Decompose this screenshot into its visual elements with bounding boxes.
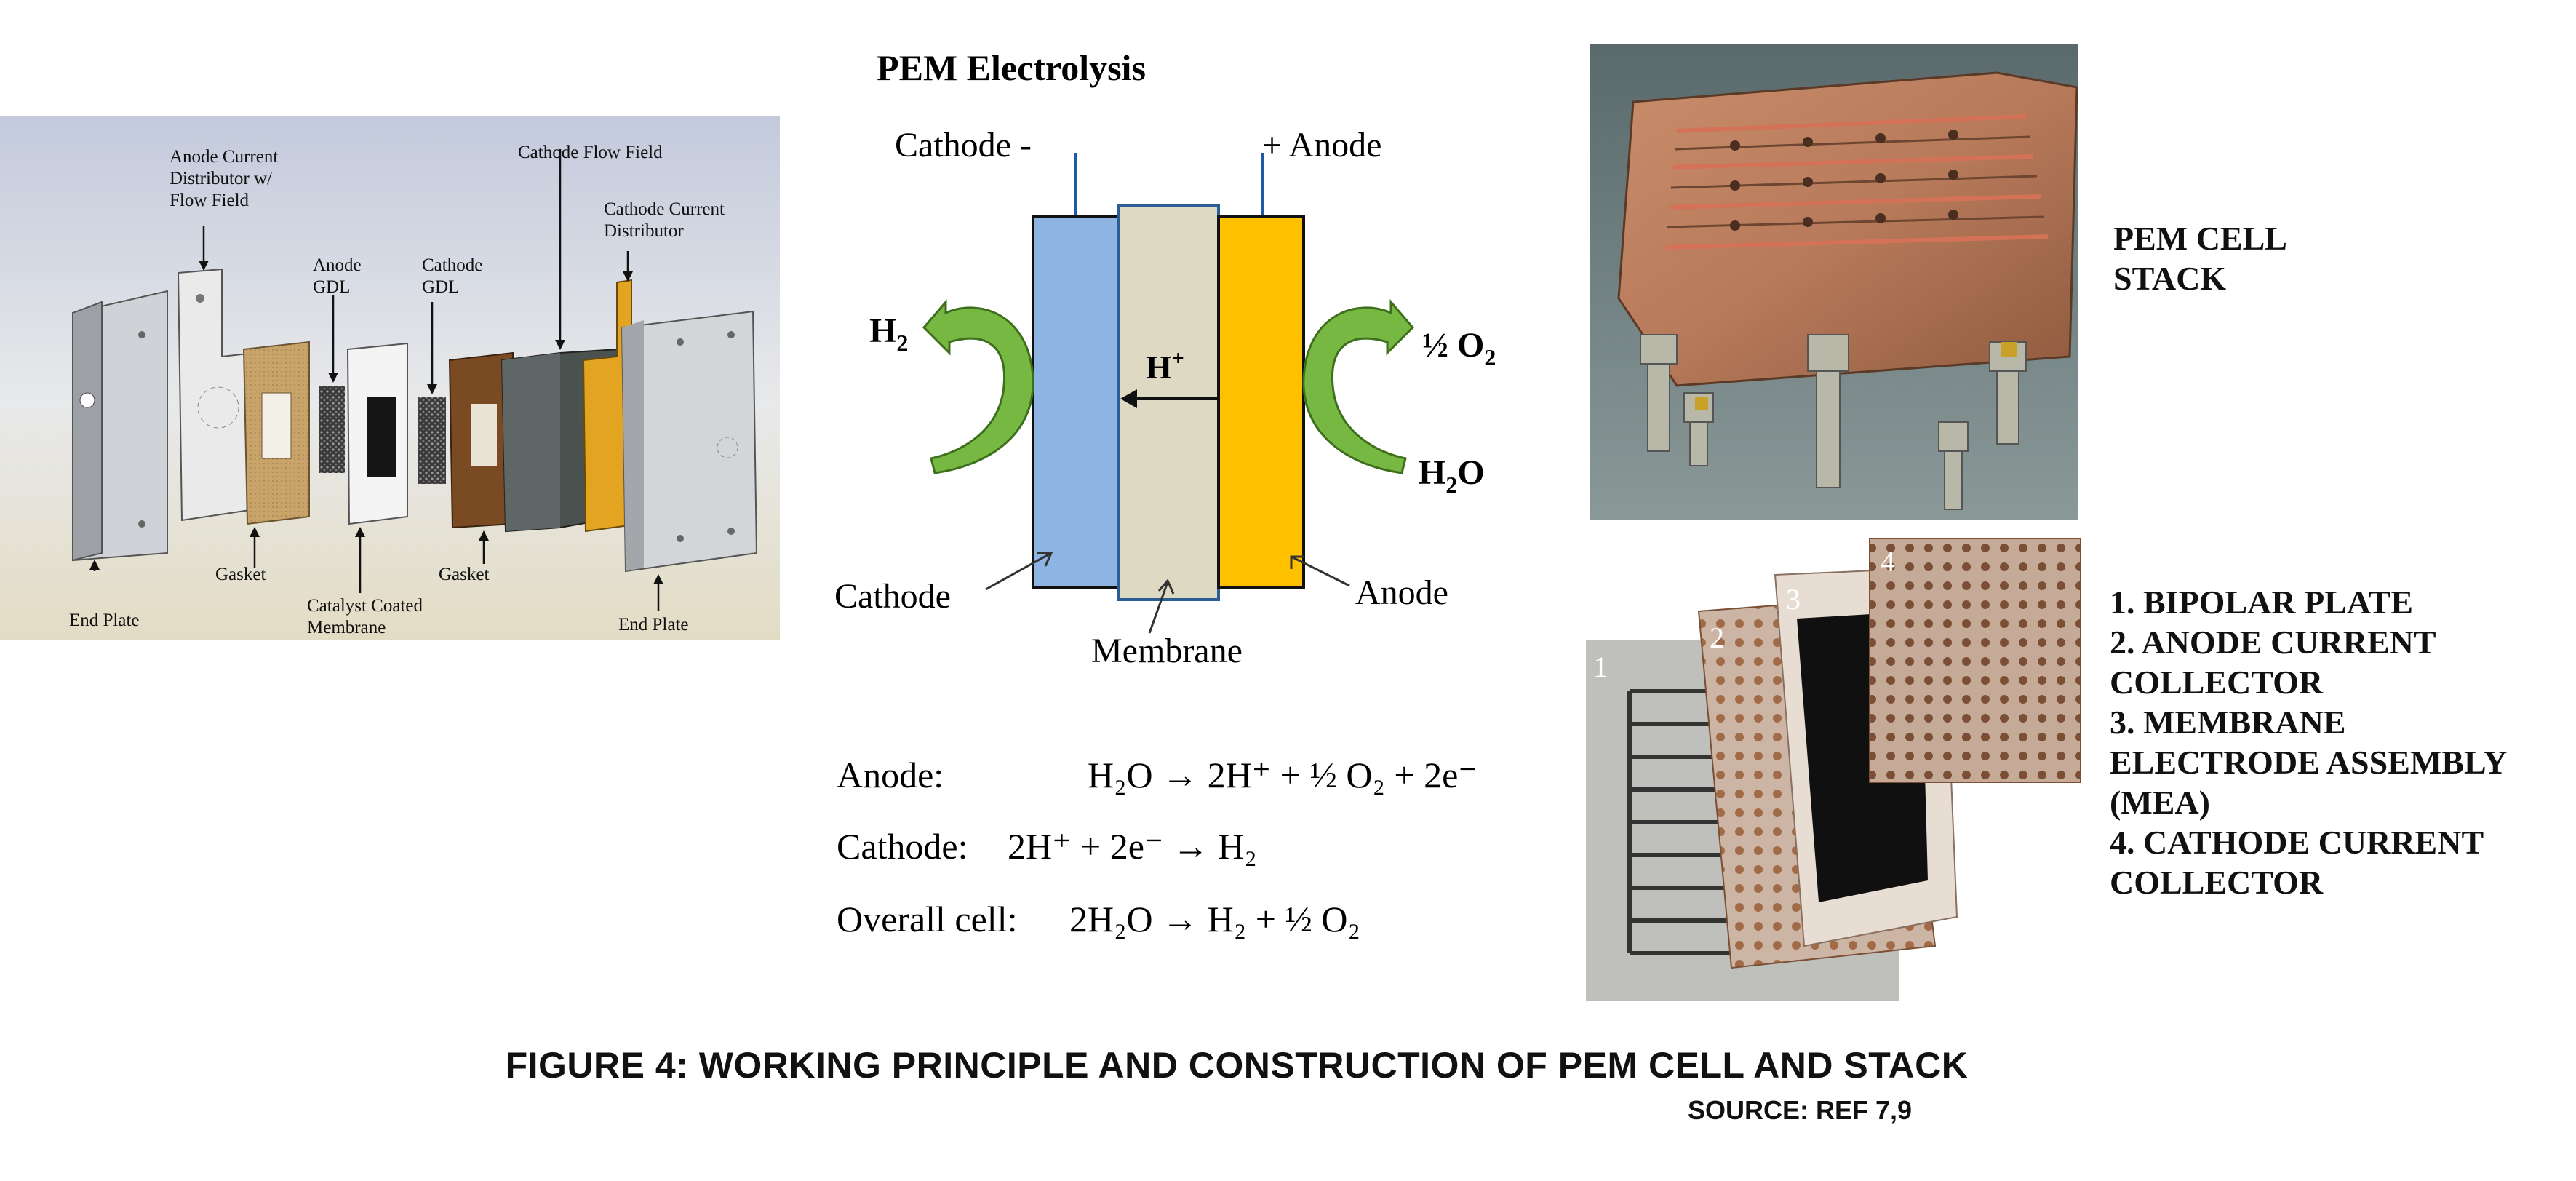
o2-label: ½ O2 bbox=[1422, 326, 1496, 370]
h2-label: H2 bbox=[869, 311, 908, 356]
cathode-bottom-label: Cathode bbox=[834, 577, 951, 616]
anode-equation-name: Anode: bbox=[837, 755, 944, 795]
label-anode-gdl-2: GDL bbox=[313, 277, 350, 297]
label-gasket-right: Gasket bbox=[439, 565, 489, 584]
plate-number-1: 1 bbox=[1593, 651, 1608, 683]
components-list: 1. BIPOLAR PLATE 2. ANODE CURRENT COLLEC… bbox=[2110, 582, 2561, 902]
h2-out-arrow bbox=[922, 298, 1034, 474]
anode-terminal-label: + Anode bbox=[1262, 126, 1381, 164]
plate-4-cathode-collector: 4 bbox=[1869, 538, 2081, 783]
components-list-line: 2. ANODE CURRENT bbox=[2110, 624, 2436, 661]
exploded-view-illustration: Anode Current Distributor w/ Flow Field … bbox=[0, 116, 780, 640]
anode-bottom-label: Anode bbox=[1355, 573, 1448, 612]
stack-photo-label: PEM CELL STACK bbox=[2113, 218, 2287, 298]
cathode-equation-name: Cathode: bbox=[837, 826, 968, 867]
label-cathode-gdl-2: GDL bbox=[422, 277, 459, 297]
cell-components-photo: 1 2 3 4 bbox=[1579, 538, 2081, 1004]
label-anode-current-distributor: Anode Current bbox=[170, 147, 278, 167]
plate-number-2: 2 bbox=[1710, 621, 1724, 654]
h2o-label: H2O bbox=[1419, 453, 1485, 498]
anode-pointer bbox=[1291, 555, 1350, 587]
cathode-electrode bbox=[1032, 215, 1120, 589]
o2-out-arrow bbox=[1302, 298, 1415, 474]
label-catalyst-coated-membrane-2: Membrane bbox=[307, 618, 386, 637]
anode-electrode bbox=[1217, 215, 1305, 589]
label-end-plate-left: End Plate bbox=[69, 611, 140, 630]
plate-number-3: 3 bbox=[1786, 583, 1801, 616]
label-cathode-current-distributor-2: Distributor bbox=[604, 221, 684, 241]
membrane-pointer bbox=[1148, 581, 1169, 634]
label-anode-current-distributor-2: Distributor w/ bbox=[170, 169, 272, 188]
components-list-line: COLLECTOR bbox=[2110, 864, 2324, 901]
overall-equation: 2H₂O → H₂ + ½ O₂ bbox=[1069, 899, 1360, 939]
components-list-line: ELECTRODE ASSEMBLY bbox=[2110, 744, 2508, 781]
stack-label-line-1: PEM CELL bbox=[2113, 220, 2287, 257]
proton-arrowhead bbox=[1120, 389, 1137, 408]
label-cathode-gdl: Cathode bbox=[422, 255, 482, 275]
anode-equation: H₂O → 2H⁺ + ½ O₂ + 2e⁻ bbox=[1088, 755, 1478, 795]
end-plate-left bbox=[72, 290, 168, 562]
figure-caption: FIGURE 4: WORKING PRINCIPLE AND CONSTRUC… bbox=[505, 1045, 1969, 1086]
proton-label: H+ bbox=[1146, 346, 1184, 386]
cathode-equation: 2H⁺ + 2e⁻ → H₂ bbox=[1008, 826, 1257, 867]
components-list-line: (MEA) bbox=[2110, 784, 2210, 821]
label-end-plate-right: End Plate bbox=[618, 615, 689, 635]
leader-arrowheads bbox=[89, 261, 663, 584]
plate-number-4: 4 bbox=[1881, 545, 1895, 578]
end-plate-right bbox=[621, 310, 758, 573]
components-list-line: 1. BIPOLAR PLATE bbox=[2110, 584, 2414, 621]
cathode-gdl bbox=[418, 397, 446, 484]
cathode-terminal-label: Cathode - bbox=[895, 126, 1032, 164]
stack-label-line-2: STACK bbox=[2113, 260, 2227, 297]
label-catalyst-coated-membrane: Catalyst Coated bbox=[307, 596, 423, 616]
label-anode-current-distributor-3: Flow Field bbox=[170, 191, 250, 210]
components-list-line: 4. CATHODE CURRENT bbox=[2110, 824, 2484, 861]
exploded-view-figure: Anode Current Distributor w/ Flow Field … bbox=[0, 116, 780, 640]
catalyst-coated-membrane bbox=[346, 342, 408, 525]
membrane bbox=[1117, 204, 1220, 601]
anode-gdl bbox=[319, 386, 345, 473]
label-cathode-current-distributor: Cathode Current bbox=[604, 199, 725, 219]
figure-source: SOURCE: REF 7,9 bbox=[1688, 1095, 1913, 1125]
pem-electrolysis-diagram: PEM Electrolysis Cathode - + Anode H+ H2… bbox=[789, 22, 1579, 975]
cathode-pointer bbox=[985, 552, 1052, 591]
label-cathode-flow-field: Cathode Flow Field bbox=[518, 143, 663, 162]
membrane-bottom-label: Membrane bbox=[1091, 632, 1243, 670]
label-anode-gdl: Anode bbox=[313, 255, 362, 275]
components-list-line: 3. MEMBRANE bbox=[2110, 704, 2346, 741]
part-labels: Anode Current Distributor w/ Flow Field … bbox=[69, 143, 725, 637]
gasket-left bbox=[242, 341, 310, 525]
components-list-line: COLLECTOR bbox=[2110, 664, 2324, 701]
overall-equation-name: Overall cell: bbox=[837, 899, 1018, 939]
diagram-title: PEM Electrolysis bbox=[877, 47, 1146, 88]
reaction-equations: Anode: H₂O → 2H⁺ + ½ O₂ + 2e⁻ Cathode: 2… bbox=[837, 755, 1478, 939]
label-gasket-left: Gasket bbox=[215, 565, 266, 584]
pem-stack-photo bbox=[1590, 44, 2078, 520]
